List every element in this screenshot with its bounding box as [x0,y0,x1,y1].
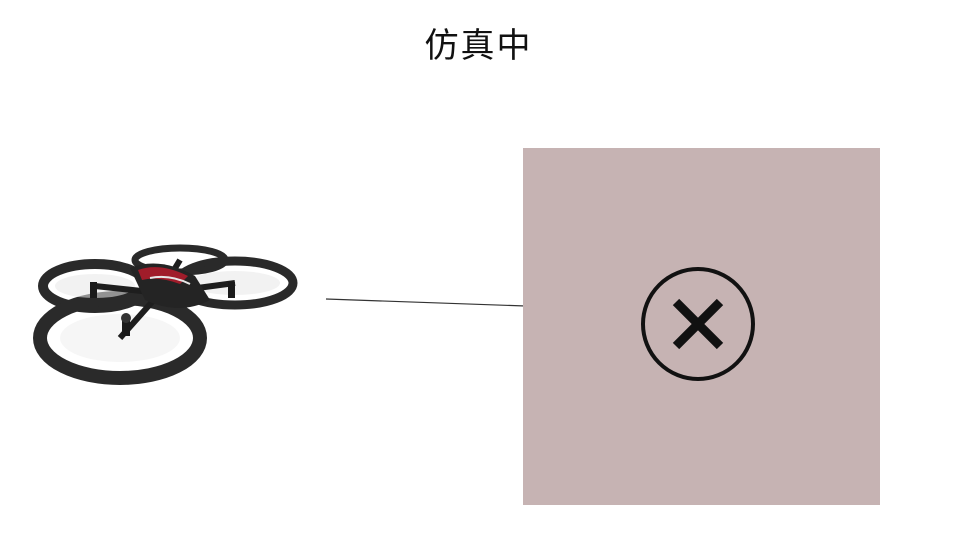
quadcopter-drone-icon [33,244,298,385]
slide-title: 仿真中 [424,26,533,66]
close-circle-icon [641,267,755,381]
